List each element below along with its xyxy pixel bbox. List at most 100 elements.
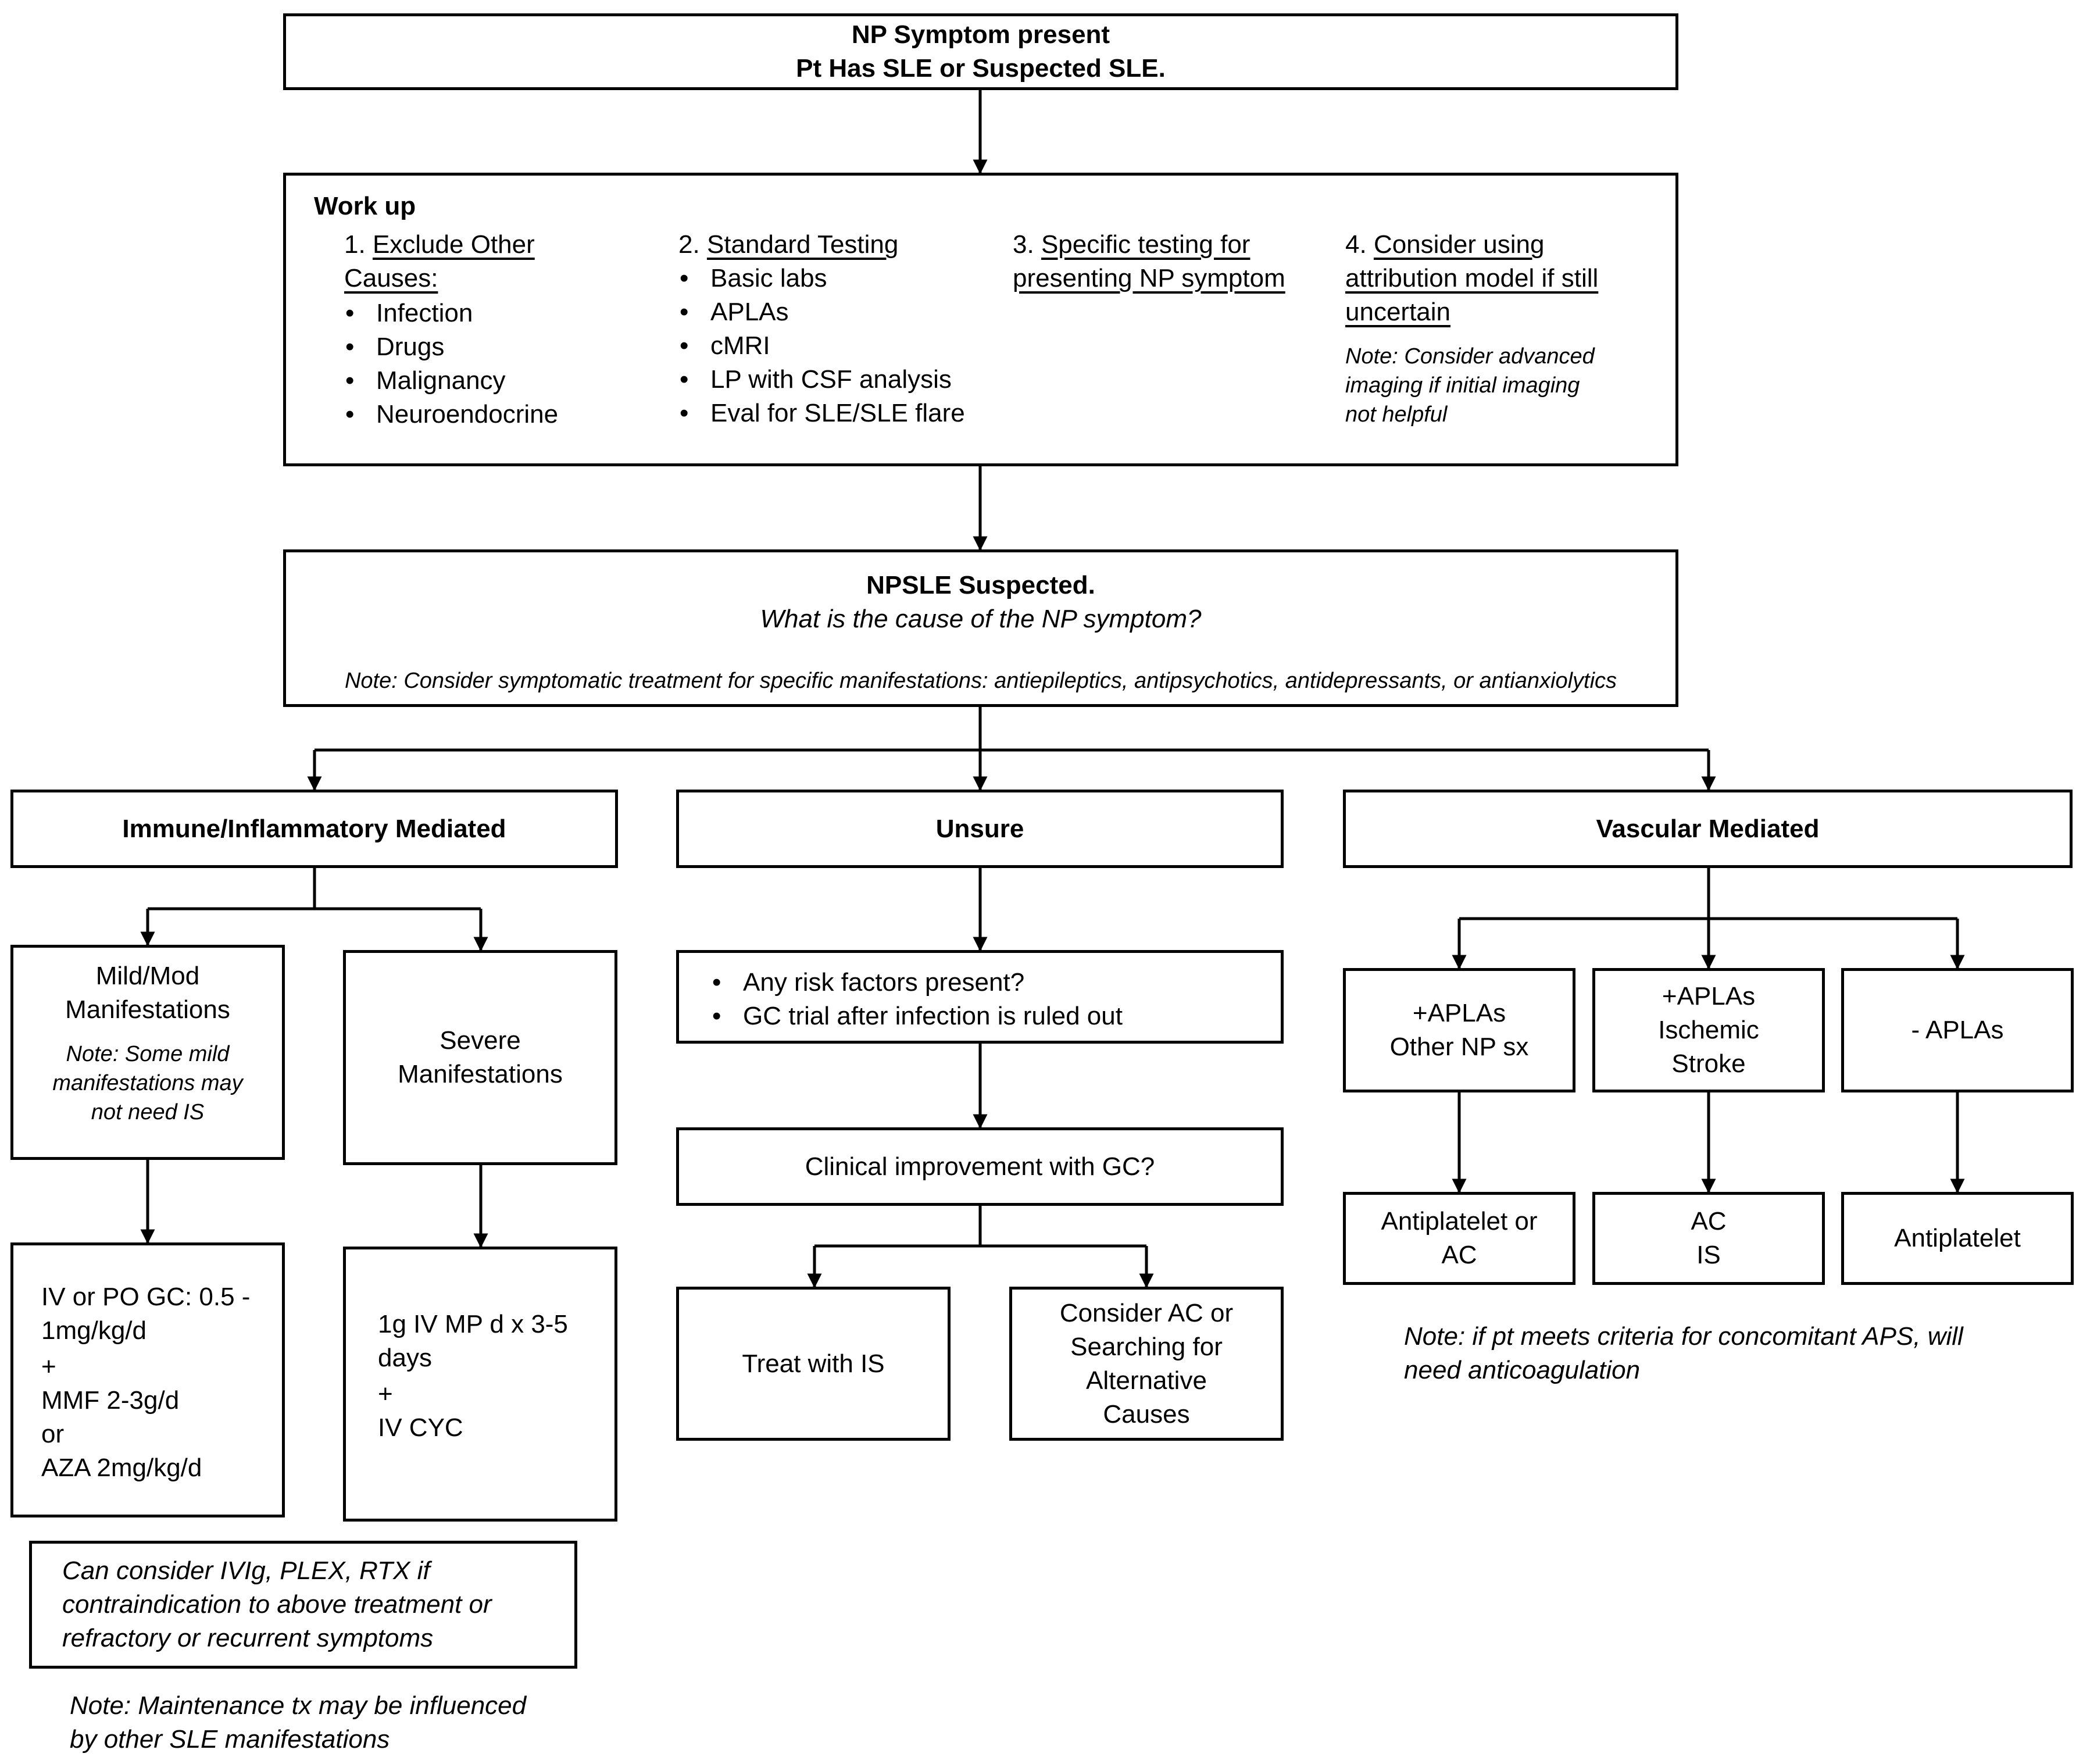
severe-tx-line: + — [378, 1380, 393, 1408]
mild-note-line: manifestations may — [52, 1071, 243, 1095]
np-symptom-line1: NP Symptom present — [851, 20, 1110, 49]
box-ac-is: AC IS — [1592, 1192, 1825, 1285]
npsle-question: What is the cause of the NP symptom? — [760, 605, 1202, 633]
vascular-title: Vascular Mediated — [1596, 814, 1820, 843]
box-vascular-mediated: Vascular Mediated — [1343, 790, 2073, 868]
box-alternative-treatment: Can consider IVIg, PLEX, RTX if contrain… — [29, 1541, 577, 1669]
box-mild-manifestations: Mild/Mod Manifestations Note: Some mild … — [10, 945, 285, 1160]
improvement-question: Clinical improvement with GC? — [805, 1152, 1155, 1181]
workup-title: Work up — [314, 192, 416, 220]
b1-line: Other NP sx — [1389, 1033, 1529, 1061]
tx3-label: Antiplatelet — [1894, 1224, 2021, 1252]
box-antiplatelet: Antiplatelet — [1841, 1192, 2074, 1285]
mild-tx-line: or — [41, 1420, 65, 1448]
advanced-imaging-note-line: not helpful — [1345, 402, 1448, 427]
npsle-note: Note: Consider symptomatic treatment for… — [344, 669, 1617, 693]
tx2-line: IS — [1696, 1241, 1721, 1269]
box-mild-treatment: IV or PO GC: 0.5 - 1mg/kg/d + MMF 2-3g/d… — [10, 1242, 285, 1517]
exclude-heading-a: Exclude Other — [372, 230, 535, 259]
consider-line: Searching for — [1070, 1332, 1223, 1361]
severe-tx-line: days — [378, 1344, 432, 1372]
box-antiplatelet-or-ac: Antiplatelet or AC — [1343, 1192, 1575, 1285]
mild-line1: Mild/Mod — [95, 962, 200, 990]
box-consider-ac: Consider AC or Searching for Alternative… — [1009, 1287, 1284, 1441]
box-workup: Work up 1. Exclude Other Causes: Infecti… — [283, 173, 1678, 466]
maintenance-note-line: by other SLE manifestations — [70, 1725, 390, 1754]
mild-tx-line: IV or PO GC: 0.5 - — [41, 1283, 251, 1311]
list-item: GC trial after infection is ruled out — [711, 999, 1281, 1033]
npsle-title: NPSLE Suspected. — [866, 571, 1095, 599]
mild-tx-line: + — [41, 1352, 56, 1381]
severe-line2: Manifestations — [398, 1060, 563, 1088]
box-aplas-ischemic-stroke: +APLAs Ischemic Stroke — [1592, 968, 1825, 1092]
advanced-imaging-note-line: Note: Consider advanced — [1345, 344, 1595, 369]
attribution-heading-a: Consider using — [1373, 230, 1545, 259]
severe-line1: Severe — [440, 1026, 521, 1055]
tx1-line: AC — [1441, 1241, 1477, 1269]
exclude-heading-b: Causes: — [344, 264, 438, 292]
box-aplas-other-np: +APLAs Other NP sx — [1343, 968, 1575, 1092]
b1-line: +APLAs — [1412, 999, 1506, 1027]
box-clinical-improvement: Clinical improvement with GC? — [676, 1127, 1284, 1206]
box-np-symptom: NP Symptom present Pt Has SLE or Suspect… — [283, 13, 1678, 90]
mild-line2: Manifestations — [65, 995, 230, 1024]
alt-tx-line: contraindication to above treatment or — [62, 1590, 492, 1619]
unsure-title: Unsure — [935, 814, 1024, 843]
box-negative-aplas: - APLAs — [1841, 968, 2074, 1092]
consider-line: Alternative — [1086, 1366, 1207, 1395]
consider-line: Consider AC or — [1059, 1298, 1234, 1327]
list-item: LP with CSF analysis — [678, 363, 992, 397]
list-item: Basic labs — [678, 262, 992, 295]
specific-heading: 3. Specific testing for — [1013, 228, 1338, 262]
box-unsure: Unsure — [676, 790, 1284, 868]
consider-line: Causes — [1103, 1399, 1190, 1429]
workup-col-standard: 2. Standard Testing Basic labs APLAs cMR… — [678, 228, 992, 430]
mild-tx-line: 1mg/kg/d — [41, 1316, 147, 1345]
list-item: Drugs — [344, 330, 635, 364]
workup-col-specific: 3. Specific testing for presenting NP sy… — [1013, 228, 1338, 295]
severe-tx-line: 1g IV MP d x 3-5 — [378, 1310, 568, 1338]
alt-tx-line: refractory or recurrent symptoms — [62, 1624, 434, 1652]
b3-label: - APLAs — [1911, 1016, 2004, 1044]
list-item: cMRI — [678, 329, 992, 363]
mild-note-line: not need IS — [91, 1100, 205, 1124]
risk-questions-list: Any risk factors present? GC trial after… — [711, 966, 1281, 1033]
standard-list: Basic labs APLAs cMRI LP with CSF analys… — [678, 262, 992, 430]
maintenance-note: Note: Maintenance tx may be influenced b… — [70, 1689, 526, 1756]
box-npsle-suspected: NPSLE Suspected. What is the cause of th… — [283, 549, 1678, 707]
specific-heading-a: Specific testing for — [1041, 230, 1250, 259]
immune-title: Immune/Inflammatory Mediated — [122, 814, 506, 843]
box-risk-questions: Any risk factors present? GC trial after… — [676, 950, 1284, 1044]
exclude-heading-line2: Causes: — [344, 262, 635, 295]
exclude-num: 1. — [344, 230, 366, 259]
attribution-heading-c: uncertain — [1345, 298, 1451, 326]
list-item: APLAs — [678, 295, 992, 329]
b2-line: +APLAs — [1662, 982, 1756, 1010]
workup-col-exclude: 1. Exclude Other Causes: Infection Drugs… — [344, 228, 635, 431]
aps-note: Note: if pt meets criteria for concomita… — [1404, 1320, 1963, 1387]
attribution-heading-line3: uncertain — [1345, 295, 1671, 329]
box-severe-treatment: 1g IV MP d x 3-5 days + IV CYC — [343, 1247, 617, 1522]
list-item: Malignancy — [344, 364, 635, 398]
attribution-num: 4. — [1345, 230, 1367, 259]
mild-note-line: Note: Some mild — [66, 1042, 230, 1066]
exclude-heading: 1. Exclude Other — [344, 228, 635, 262]
list-item: Infection — [344, 297, 635, 330]
severe-tx-line: IV CYC — [378, 1413, 463, 1442]
aps-note-line: Note: if pt meets criteria for concomita… — [1404, 1322, 1963, 1351]
box-severe-manifestations: Severe Manifestations — [343, 950, 617, 1165]
specific-heading-b: presenting NP symptom — [1013, 264, 1285, 292]
list-item: Eval for SLE/SLE flare — [678, 397, 992, 430]
standard-num: 2. — [678, 230, 700, 259]
mild-tx-line: MMF 2-3g/d — [41, 1386, 180, 1415]
b2-line: Ischemic — [1658, 1016, 1759, 1044]
np-symptom-line2: Pt Has SLE or Suspected SLE. — [796, 54, 1166, 83]
exclude-list: Infection Drugs Malignancy Neuroendocrin… — [344, 297, 635, 431]
advanced-imaging-note-line: imaging if initial imaging — [1345, 373, 1580, 398]
alt-tx-line: Can consider IVIg, PLEX, RTX if — [62, 1556, 430, 1585]
list-item: Neuroendocrine — [344, 398, 635, 431]
box-treat-with-is: Treat with IS — [676, 1287, 951, 1441]
box-immune-mediated: Immune/Inflammatory Mediated — [10, 790, 618, 868]
